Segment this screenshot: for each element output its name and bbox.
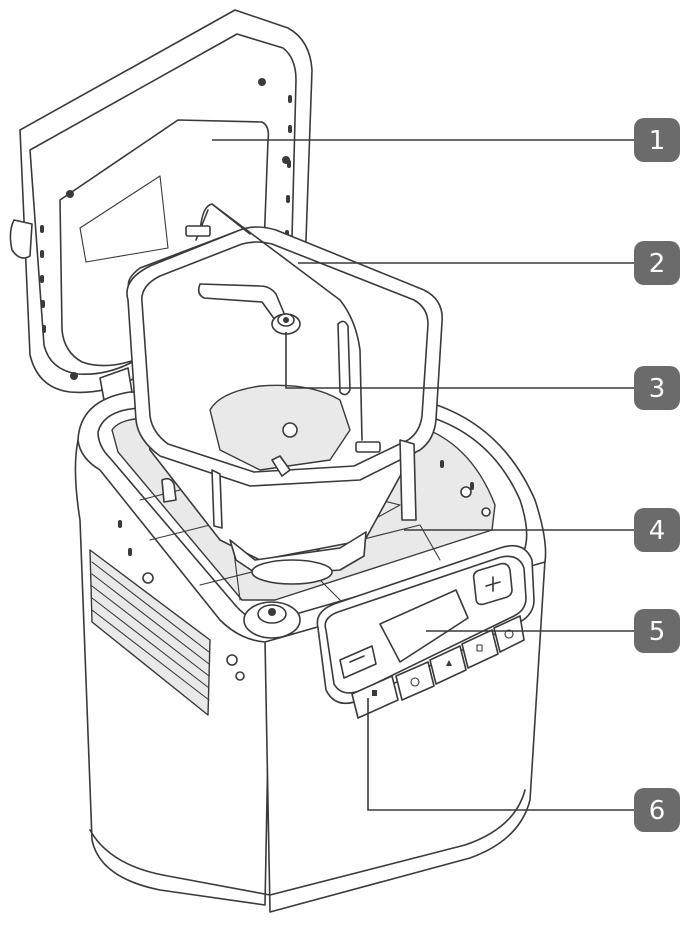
callout-5: 5 <box>634 609 680 653</box>
callout-1: 1 <box>634 118 680 162</box>
drive-shaft <box>243 601 301 639</box>
callout-number: 6 <box>649 796 666 826</box>
minus-button[interactable] <box>339 645 377 679</box>
leader-6 <box>367 698 640 811</box>
panel-button-crust[interactable] <box>461 629 499 669</box>
callout-4: 4 <box>634 508 680 552</box>
callout-leaders <box>212 139 640 811</box>
kneading-blade <box>197 283 301 335</box>
panel-button-start-stop[interactable] <box>493 615 525 653</box>
callout-number: 1 <box>649 126 666 156</box>
crust-icon <box>476 644 483 652</box>
menu-icon <box>372 690 377 696</box>
callout-badge <box>634 366 680 410</box>
side-vents <box>89 549 211 716</box>
start-stop-icon <box>504 629 514 639</box>
callout-badge <box>634 508 680 552</box>
callout-number: 2 <box>649 249 666 279</box>
plus-icon <box>485 576 501 592</box>
callout-number: 5 <box>649 617 666 647</box>
callout-badge <box>634 788 680 832</box>
leader-3 <box>285 332 640 389</box>
timer-icon <box>410 677 420 687</box>
callout-number: 3 <box>649 374 666 404</box>
callout-badge <box>634 118 680 162</box>
minus-icon <box>349 655 365 663</box>
panel-button-timer[interactable] <box>395 661 435 701</box>
callout-number: 4 <box>649 516 666 546</box>
callout-badge <box>634 609 680 653</box>
callout-3: 3 <box>634 366 680 410</box>
plus-button[interactable] <box>472 562 513 606</box>
panel-button-weight[interactable] <box>429 645 467 685</box>
callout-2: 2 <box>634 241 680 285</box>
panel-button-menu[interactable] <box>351 675 399 719</box>
callout-6: 6 <box>634 788 680 832</box>
weight-icon <box>446 660 452 666</box>
display-screen <box>379 589 469 663</box>
callout-badge <box>634 241 680 285</box>
control-panel <box>316 544 535 719</box>
